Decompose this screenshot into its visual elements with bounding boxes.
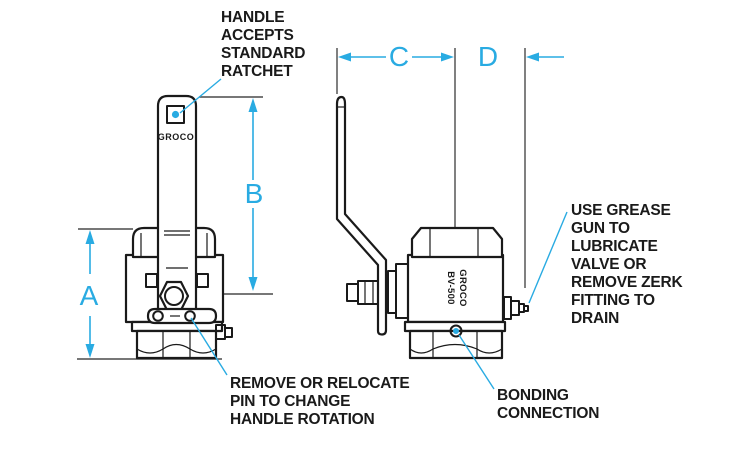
- stem-housing: [395, 263, 409, 319]
- dim-label-d: D: [477, 41, 499, 72]
- zerk-flange: [503, 296, 512, 320]
- bottom-hex-side-arcs: [409, 343, 503, 354]
- dim-a-arrow-up: [85, 230, 95, 244]
- dimension-d: [526, 52, 564, 62]
- valve-side-view: GROCO BV-500: [335, 48, 529, 360]
- pin-hole-left: [152, 310, 164, 322]
- dim-b-arrow-down: [248, 277, 258, 291]
- ratchet-socket-dot: [171, 110, 180, 119]
- body-lug-left: [145, 273, 158, 288]
- dim-label-b: B: [244, 178, 264, 209]
- handle-pivot-plate: [146, 307, 218, 325]
- leader-bonding: [458, 334, 495, 390]
- zerk-hex: [510, 300, 520, 316]
- body-model-text: BV-500: [445, 271, 456, 305]
- zerk-front-cap: [224, 327, 233, 338]
- shaft-ticks: [164, 230, 190, 269]
- handle-shaft: [156, 94, 198, 312]
- dim-c-arrow-right: [441, 52, 454, 62]
- leader-ratchet: [179, 78, 222, 114]
- dim-c-arrow-left: [338, 52, 351, 62]
- bottom-hex-chamfer-arcs: [136, 343, 217, 354]
- dim-label-a: A: [79, 280, 99, 311]
- bottom-hex-side-facets: [432, 331, 478, 358]
- handle-bar-side: [335, 95, 388, 336]
- bottom-hex-facet-lines: [162, 331, 191, 358]
- dimension-b: [248, 98, 258, 291]
- stem-gland: [387, 270, 397, 314]
- callout-grease-gun: USE GREASE GUN TO LUBRICATE VALVE OR REM…: [571, 202, 683, 327]
- leader-pin: [190, 317, 228, 376]
- stem-end-cap: [346, 283, 359, 302]
- dim-b-arrow-up: [248, 98, 258, 112]
- dim-label-c: C: [388, 41, 410, 72]
- leader-lines: [179, 78, 568, 390]
- valve-front-view: GROCO: [77, 94, 273, 360]
- body-lug-right: [196, 273, 209, 288]
- body-brand-text: GROCO: [457, 269, 468, 306]
- bonding-screw-outline: [449, 324, 463, 338]
- packing-nut-bore: [164, 286, 184, 306]
- dimension-c: [338, 52, 454, 62]
- stem-nut-facets: [364, 281, 374, 304]
- bonding-screw-dot: [453, 328, 459, 334]
- callout-remove-pin: REMOVE OR RELOCATE PIN TO CHANGE HANDLE …: [230, 375, 410, 428]
- callout-handle-ratchet: HANDLE ACCEPTS STANDARD RATCHET: [221, 9, 306, 80]
- callout-bonding-connection: BONDING CONNECTION: [497, 387, 600, 422]
- ratchet-socket-square: [166, 105, 185, 124]
- zerk-tip: [523, 305, 529, 312]
- stem-hex-nut: [357, 280, 381, 305]
- bonnet-facets: [140, 233, 208, 257]
- top-hex-facet-lines: [429, 229, 479, 257]
- leader-grease: [528, 211, 568, 304]
- dim-a-arrow-down: [85, 344, 95, 358]
- dim-d-arrow-left-pointing: [526, 52, 539, 62]
- pin-hole-right: [184, 310, 196, 322]
- dimension-a: [85, 230, 95, 358]
- valve-body-side: [406, 253, 505, 324]
- handle-brand-text: GROCO: [158, 132, 195, 142]
- top-hex-side: [410, 226, 504, 259]
